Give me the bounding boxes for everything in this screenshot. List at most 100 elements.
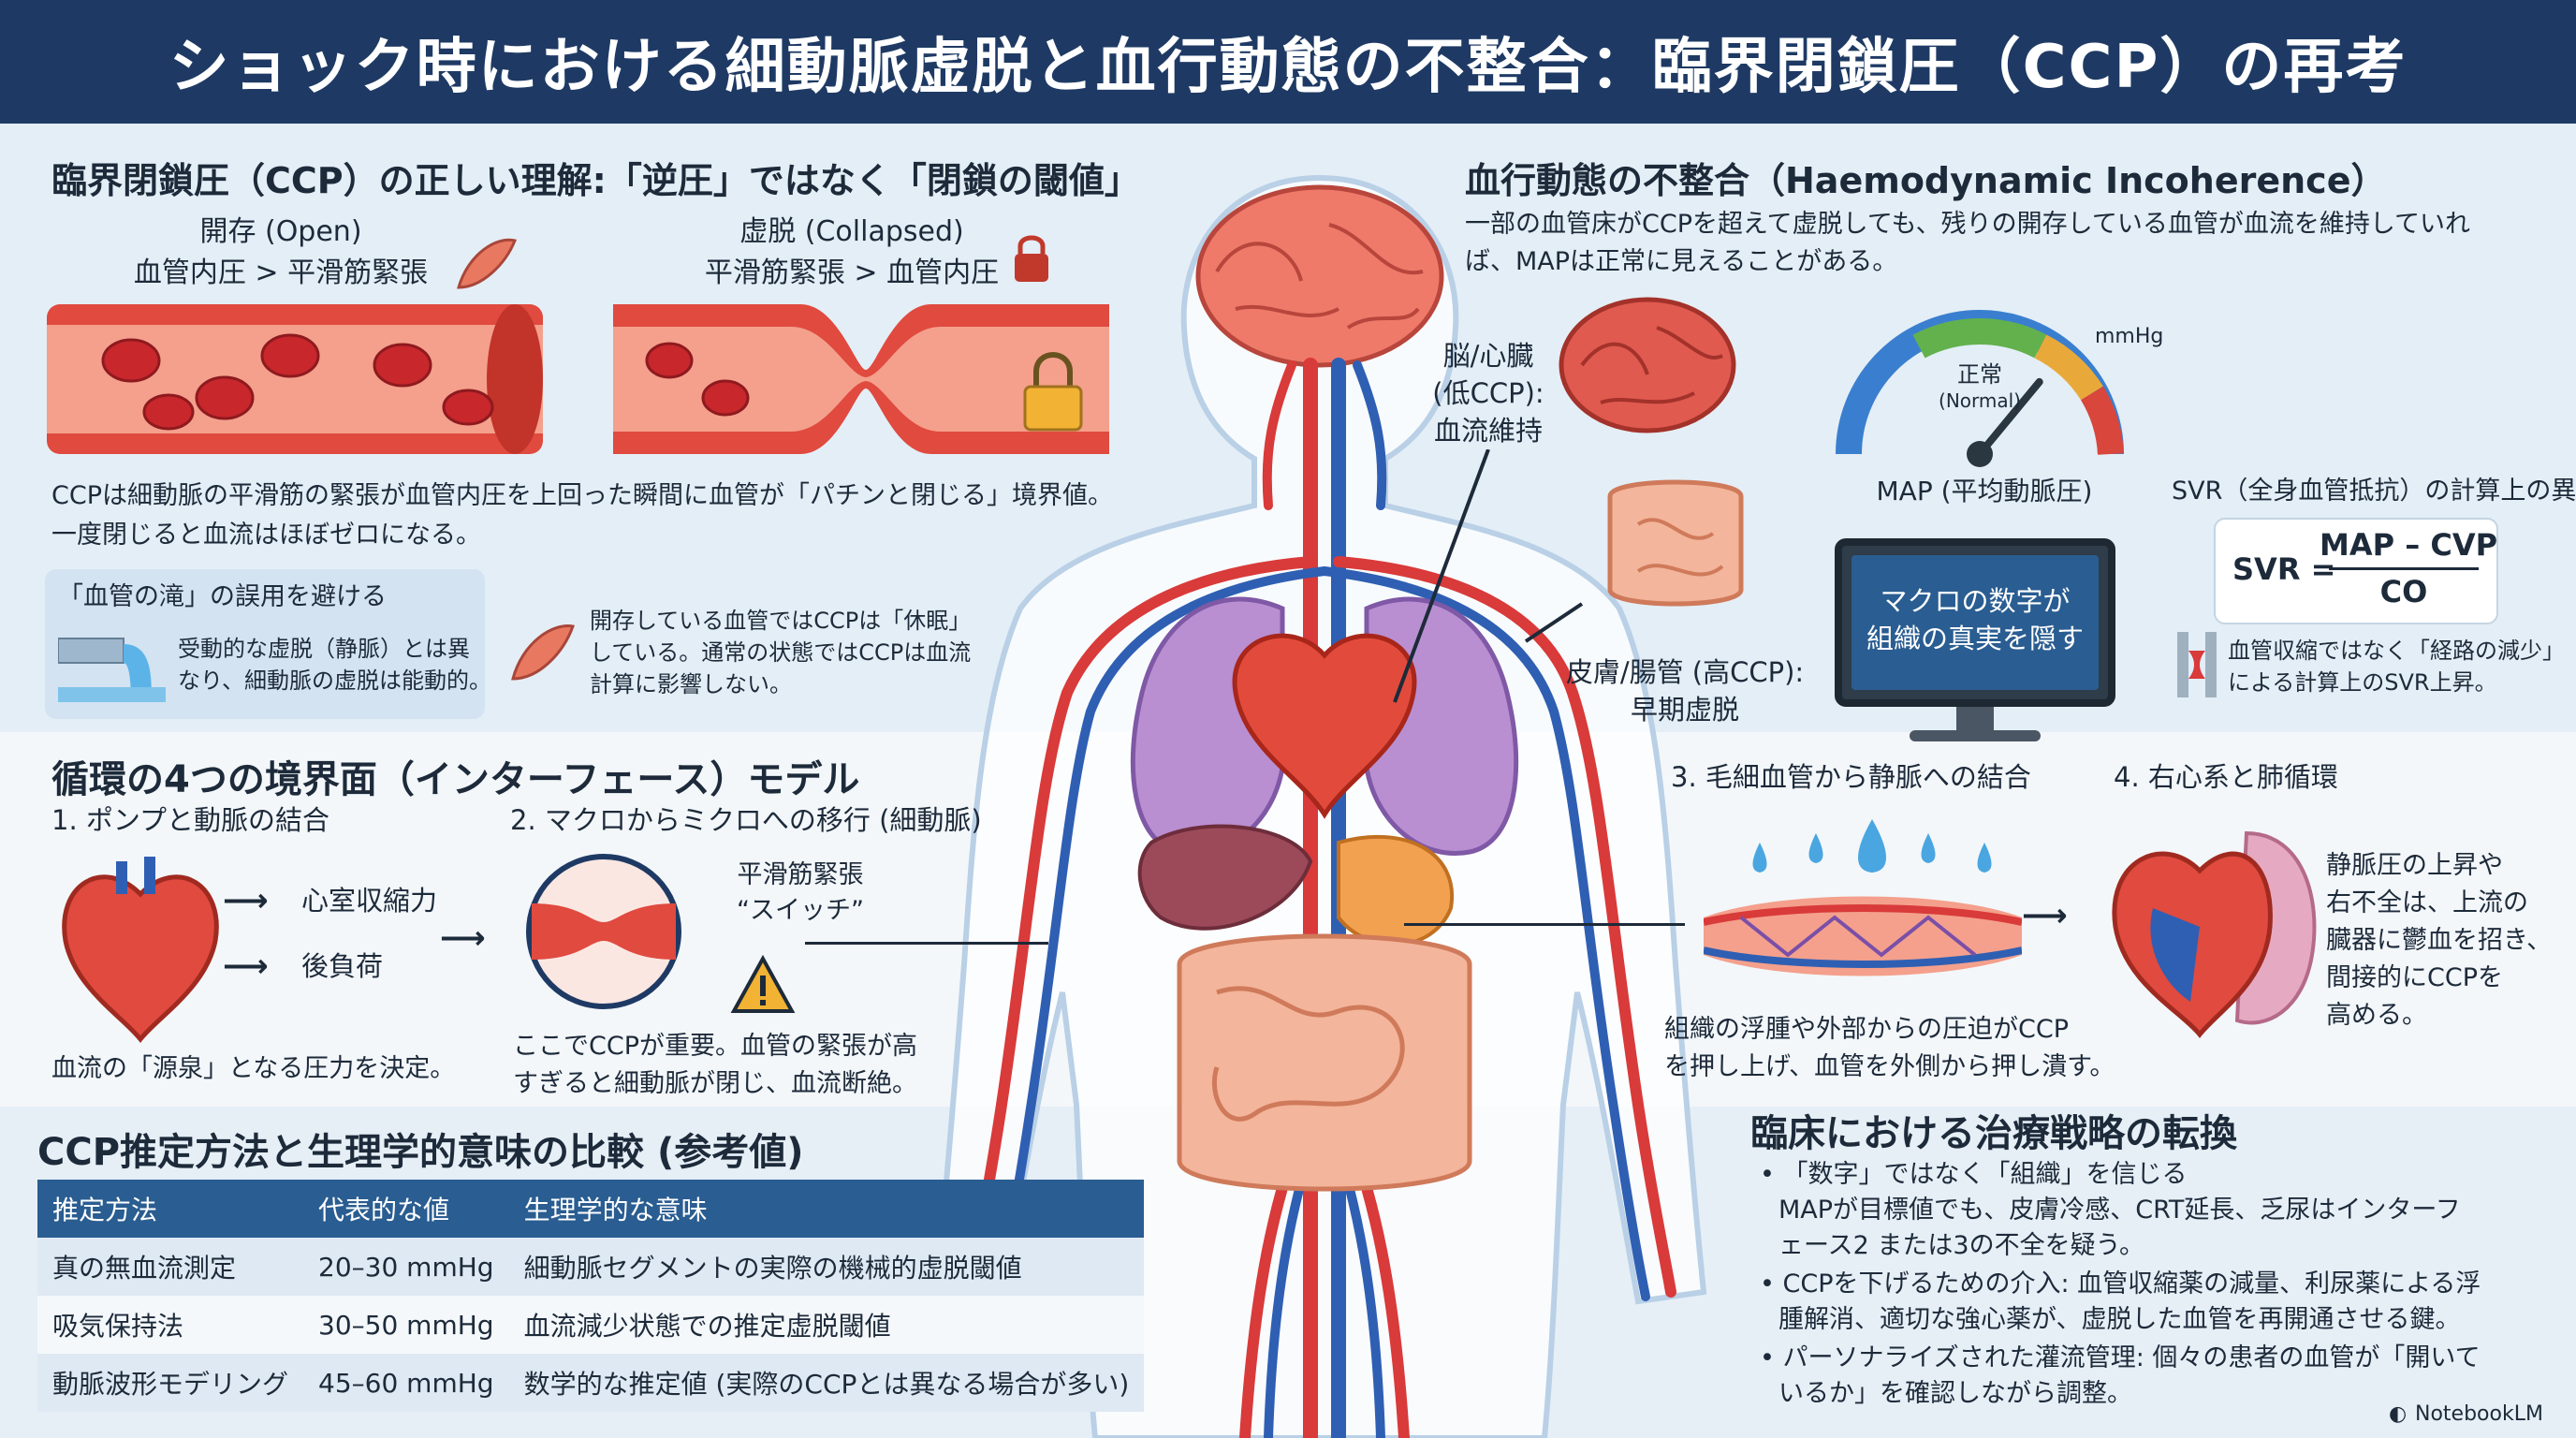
brain-label-line3: 血流維持	[1433, 415, 1543, 447]
ccp-desc-line2: 一度閉じると血流はほぼゼロになる。	[51, 521, 481, 550]
arteriole-switch-icon	[526, 854, 681, 1009]
interface1-desc: 血流の「源泉」となる圧力を決定。	[51, 1054, 456, 1083]
interface2-desc-line1: ここでCCPが重要。血管の緊張が高	[513, 1032, 917, 1061]
padlock-icon	[1023, 352, 1083, 432]
table-header-row: 推定方法 代表的な値 生理学的な意味	[37, 1180, 1145, 1238]
table-heading: CCP推定方法と生理学的意味の比較 (参考値)	[37, 1131, 804, 1174]
strategy-bullet1-line1: • 「数字」ではなく「組織」を信じる	[1760, 1160, 2188, 1189]
brain-label-line1: 脳/心臓	[1442, 340, 1534, 372]
monitor-line2: 組織の真実を隠す	[1866, 623, 2084, 654]
interface2-title: 2. マクロからミクロへの移行 (細動脈)	[510, 804, 982, 836]
monitor-screen	[1852, 555, 2099, 690]
dormant-line1: 開存している血管ではCCPは「休眠」	[590, 608, 972, 634]
waterfall-icon	[58, 638, 166, 702]
incoherence-desc-line2: ば、MAPは正常に見えることがある。	[1465, 247, 1898, 276]
waterfall-title: 「血管の滝」の誤用を避ける	[58, 582, 387, 611]
lock-icon	[1015, 235, 1048, 282]
pointer-line-gut	[1524, 602, 1584, 643]
ccp-desc-line1: CCPは細動脈の平滑筋の緊張が血管内圧を上回った瞬間に血管が「パチンと閉じる」境…	[51, 481, 1113, 510]
intestines-icon	[1177, 933, 1472, 1192]
gauge-normal: 正常	[1957, 361, 2002, 388]
table-cell: 30–50 mmHg	[303, 1296, 509, 1354]
monitor-stand	[1956, 707, 1994, 733]
edema-droplets-icon	[1752, 819, 1992, 873]
interface4-desc-line3: 臓器に鬱血を招き、	[2326, 926, 2553, 955]
interface3-desc-line1: 組織の浮腫や外部からの圧迫がCCP	[1664, 1015, 2069, 1044]
table-header-cell: 推定方法	[37, 1180, 304, 1238]
svr-lhs: SVR =	[2232, 551, 2336, 587]
table-cell: 数学的な推定値 (実際のCCPとは異なる場合が多い)	[508, 1354, 1145, 1412]
muscle-icon	[457, 238, 518, 289]
ccp-heading: 臨界閉鎖圧（CCP）の正しい理解:「逆圧」ではなく「閉鎖の閾値」	[51, 160, 1140, 201]
connector-line-interface3	[1404, 923, 1685, 926]
dormant-line2: している。通常の状態ではCCPは血流	[590, 639, 972, 666]
strategy-bullet2-line2: 腫解消、適切な強心薬が、虚脱した血管を再開通させる鍵。	[1778, 1305, 2461, 1334]
strategy-bullet1-line3: ェース2 または3の不全を疑う。	[1778, 1231, 2144, 1260]
page-title: ショック時における細動脈虚脱と血行動態の不整合：臨界閉鎖圧（CCP）の再考	[168, 33, 2408, 102]
arrow-afterload-icon: ⟶	[223, 947, 269, 985]
brain-icon	[1195, 184, 1444, 368]
strategy-heading: 臨床における治療戦略の転換	[1750, 1112, 2237, 1155]
incoherence-desc-line1: 一部の血管床がCCPを超えて虚脱しても、残りの開存している血管が血流を維持してい…	[1465, 210, 2471, 239]
table-cell: 真の無血流測定	[37, 1238, 304, 1296]
interface1-arrow1: 心室収縮力	[301, 885, 438, 917]
waterfall-line2: なり、細動脈の虚脱は能動的。	[178, 668, 492, 694]
gauge-needle	[1976, 377, 2043, 458]
waterfall-line1: 受動的な虚脱（静脈）とは異	[178, 636, 470, 662]
interface4-desc-line1: 静脈圧の上昇や	[2326, 851, 2503, 880]
table-cell: 細動脈セグメントの実際の機械的虚脱閾値	[508, 1238, 1145, 1296]
interface4-desc-line5: 高める。	[2326, 1001, 2427, 1030]
table-header-cell: 生理学的な意味	[508, 1180, 1145, 1238]
map-gauge	[1836, 310, 2124, 467]
brain-label-line2: (低CCP):	[1432, 377, 1544, 409]
brain-organ-icon	[1559, 297, 1736, 433]
interface1-title: 1. ポンプと動脈の結合	[51, 804, 330, 836]
warning-icon	[730, 955, 796, 1013]
incoherence-heading: 血行動態の不整合（Haemodynamic Incoherence）	[1465, 160, 2387, 201]
interface3-title: 3. 毛細血管から静脈への結合	[1671, 761, 2031, 793]
collapsed-label: 虚脱 (Collapsed)	[739, 215, 964, 248]
monitor-line1: マクロの数字が	[1880, 585, 2071, 617]
interface4-desc-line2: 右不全は、上流の	[2326, 888, 2528, 917]
interface4-title: 4. 右心系と肺循環	[2114, 761, 2338, 793]
brand-label: NotebookLM	[2415, 1402, 2543, 1426]
heart-icon	[1232, 633, 1417, 819]
interface2-switch-line1: 平滑筋緊張	[737, 860, 864, 889]
arrow-to-interface4-icon: ⟶	[2022, 897, 2068, 934]
arrow-to-interface2-icon: ⟶	[440, 919, 486, 957]
table-row: 吸気保持法 30–50 mmHg 血流減少状態での推定虚脱閾値	[37, 1296, 1145, 1354]
svr-numerator: MAP – CVP	[2320, 527, 2498, 563]
gauge-normal-en: (Normal)	[1939, 389, 2021, 412]
interface2-desc-line2: すぎると細動脈が閉じ、血流断絶。	[513, 1069, 917, 1098]
liver-icon	[1137, 824, 1313, 931]
svr-note-line2: による計算上のSVR上昇。	[2228, 669, 2497, 696]
intestine-organ-icon	[1607, 479, 1744, 607]
heart-pump-icon	[62, 857, 219, 1043]
collapsed-relation: 平滑筋緊張 > 血管内圧	[704, 257, 1000, 289]
collapsed-vessel-diagram	[613, 304, 1109, 454]
arrow-contractility-icon: ⟶	[223, 882, 269, 919]
svr-note-line1: 血管収縮ではなく「経路の減少」	[2228, 638, 2565, 664]
interface3-desc-line2: を押し上げ、血管を外側から押し潰す。	[1664, 1052, 2115, 1081]
svr-title: SVR（全身血管抵抗）の計算上の異	[2172, 477, 2576, 506]
gut-label-line2: 早期虚脱	[1630, 694, 1739, 726]
connector-line-interface2	[805, 942, 1048, 945]
open-label: 開存 (Open)	[199, 215, 362, 248]
table-row: 真の無血流測定 20–30 mmHg 細動脈セグメントの実際の機械的虚脱閾値	[37, 1238, 1145, 1296]
interface4-desc-line4: 間接的にCCPを	[2326, 963, 2503, 992]
gauge-unit: mmHg	[2095, 325, 2164, 348]
right-heart-lung-icon	[2112, 830, 2317, 1038]
interface1-arrow2: 後負荷	[301, 950, 384, 982]
svr-denominator: CO	[2379, 574, 2428, 609]
table-header-cell: 代表的な値	[303, 1180, 509, 1238]
pointer-line-brain	[1393, 449, 1490, 703]
table-cell: 20–30 mmHg	[303, 1238, 509, 1296]
title-bar: ショック時における細動脈虚脱と血行動態の不整合：臨界閉鎖圧（CCP）の再考	[0, 0, 2576, 124]
capillary-bed-icon	[1704, 819, 2022, 976]
notebooklm-logo-icon: ◐	[2389, 1402, 2408, 1426]
table-cell: 吸気保持法	[37, 1296, 304, 1354]
table-row: 動脈波形モデリング 45–60 mmHg 数学的な推定値 (実際のCCPとは異な…	[37, 1354, 1145, 1412]
narrow-vessel-icon	[2177, 632, 2217, 697]
strategy-bullet1-line2: MAPが目標値でも、皮膚冷感、CRT延長、乏尿はインターフ	[1778, 1196, 2461, 1225]
monitor-base	[1910, 730, 2041, 741]
